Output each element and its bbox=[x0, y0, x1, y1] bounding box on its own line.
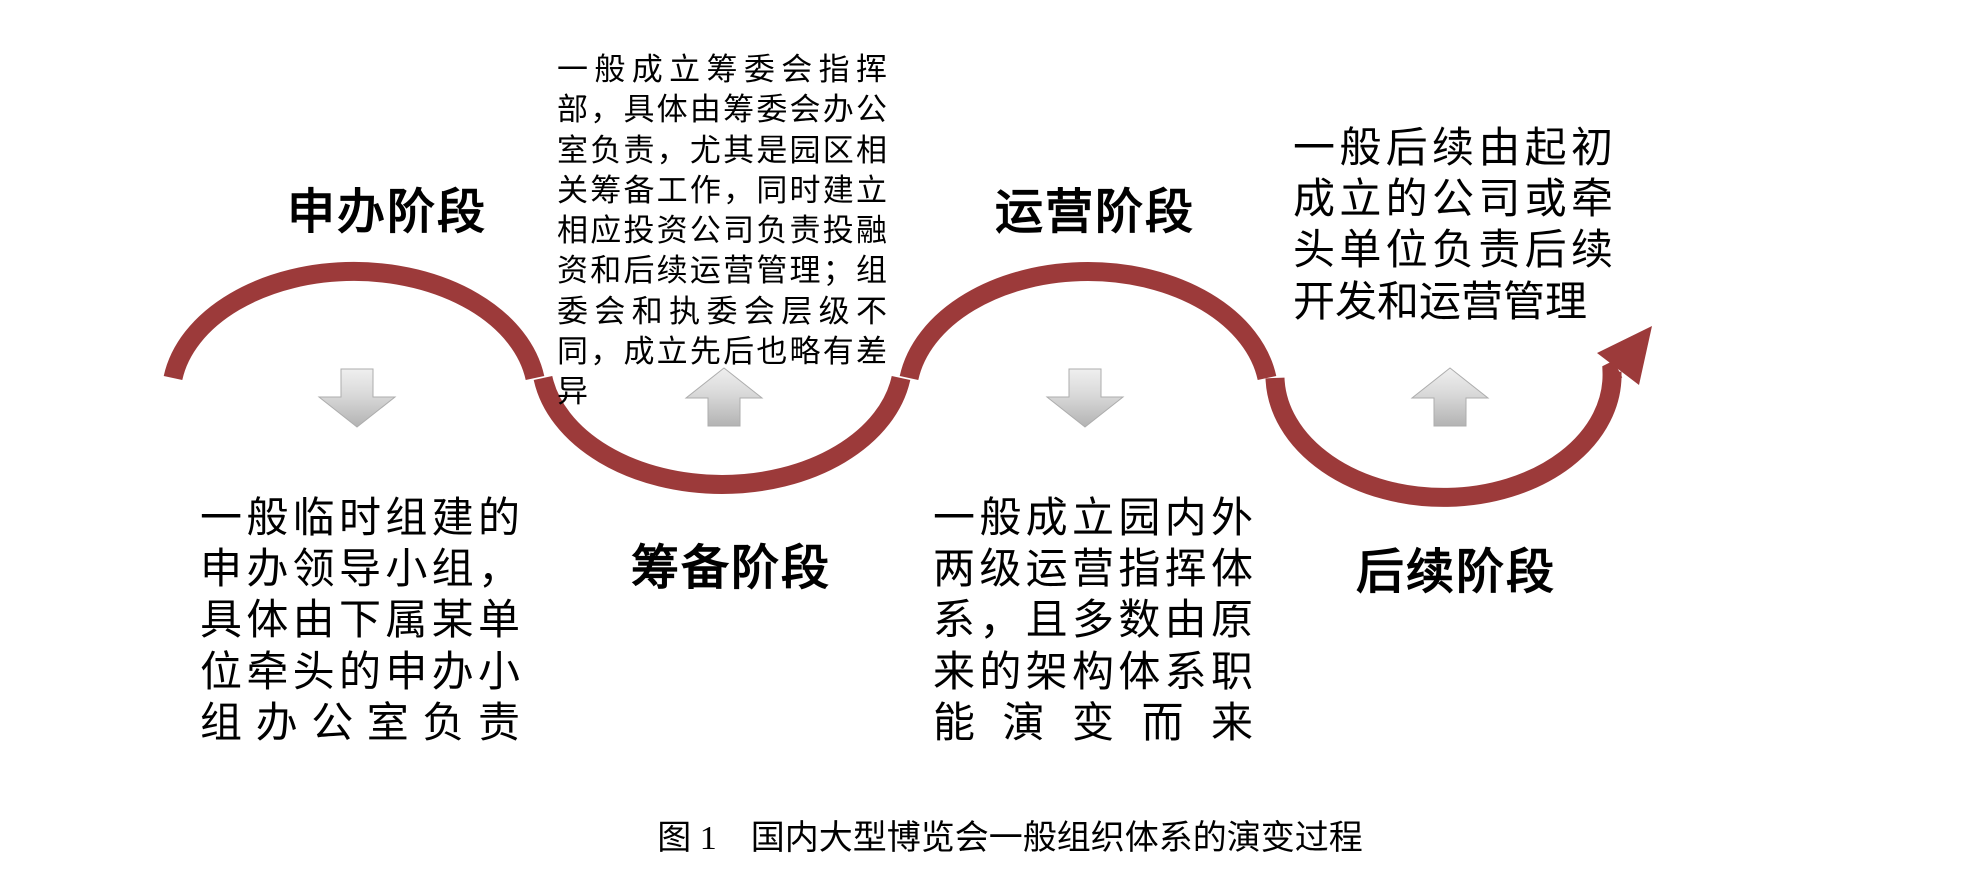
phase-label-operation: 运营阶段 bbox=[995, 186, 1196, 239]
phase-label-follow-up: 后续阶段 bbox=[1356, 546, 1557, 599]
figure-caption: 图 1 国内大型博览会一般组织体系的演变过程 bbox=[657, 820, 1363, 857]
curve-arc-3 bbox=[899, 262, 1277, 381]
curve-arc-1 bbox=[163, 261, 545, 381]
phase-description-follow-up: 一般后续由起初成立的公司或牵头单位负责后续开发和运营管理 bbox=[1293, 124, 1613, 325]
phase-description-preparation: 一般成立筹委会指挥部，具体由筹委会办公室负责，尤其是园区相关筹备工作，同时建立相… bbox=[557, 52, 887, 410]
block-arrow-up-icon-phase-2 bbox=[684, 367, 764, 427]
curve-arc-2 bbox=[533, 375, 911, 494]
phase-description-bidding: 一般临时组建的申办领导小组，具体由下属某单位牵头的申办小组办公室负责 bbox=[200, 494, 520, 746]
curve-arrowhead-icon bbox=[1597, 326, 1652, 385]
curve-arc-4 bbox=[1265, 360, 1623, 507]
phase-label-preparation: 筹备阶段 bbox=[631, 542, 832, 595]
phase-label-bidding: 申办阶段 bbox=[287, 186, 488, 239]
block-arrow-up-icon-phase-4 bbox=[1410, 367, 1490, 427]
block-arrow-down-icon-phase-3 bbox=[1045, 368, 1125, 428]
block-arrow-down-icon-phase-1 bbox=[317, 368, 397, 428]
phase-description-operation: 一般成立园内外两级运营指挥体系，且多数由原来的架构体系职能演变而来 bbox=[933, 494, 1253, 746]
timeline-curve bbox=[163, 261, 1623, 507]
